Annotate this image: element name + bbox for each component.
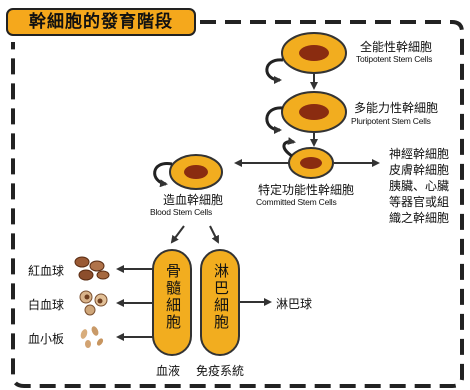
diagram-title: 幹細胞的發育階段 — [6, 8, 196, 36]
bone-marrow-cell-label: 骨髓細胞 — [164, 263, 182, 331]
label-pluripotent-en: Pluripotent Stem Cells — [351, 116, 431, 126]
wbc-icons — [79, 290, 108, 316]
label-committed-zh: 特定功能性幹細胞 — [258, 183, 355, 197]
platelet-icons — [80, 326, 104, 348]
blood-stem-cell — [169, 154, 223, 190]
arrow-blood-to-marrow — [170, 225, 185, 244]
rbc-label: 紅血球 — [28, 264, 65, 278]
platelet-label: 血小板 — [28, 332, 65, 346]
other-tissue-stem-cells-label: 神經幹細胞 皮膚幹細胞 胰臟、心臟 等器官或組 織之幹細胞 — [389, 147, 450, 225]
immune-system-label: 免疫系統 — [196, 364, 245, 378]
label-blood-zh: 造血幹細胞 — [163, 193, 224, 207]
self-renewal-arrow-blood — [153, 162, 173, 188]
arrow-blood-to-lymph — [209, 225, 219, 244]
self-renewal-arrow-totipotent — [265, 58, 284, 84]
wbc-label: 白血球 — [28, 298, 65, 312]
lymph-cell-label: 淋巴細胞 — [212, 263, 230, 331]
self-renewal-arrow-pluripotent — [265, 106, 284, 134]
dashed-frame — [11, 20, 464, 388]
committed-cell — [288, 147, 334, 179]
blood-system-label: 血液 — [156, 364, 181, 378]
label-pluripotent-zh: 多能力性幹細胞 — [354, 101, 439, 115]
pluripotent-cell — [281, 91, 347, 133]
label-committed-en: Committed Stem Cells — [256, 197, 337, 207]
rbc-icons — [74, 256, 110, 281]
lymphocyte-label: 淋巴球 — [276, 297, 313, 311]
label-totipotent-zh: 全能性幹細胞 — [360, 40, 433, 54]
totipotent-cell — [281, 32, 347, 74]
label-totipotent-en: Totipotent Stem Cells — [356, 54, 433, 64]
label-blood-en: Blood Stem Cells — [150, 207, 212, 217]
self-renewal-arrow-committed — [282, 137, 296, 158]
